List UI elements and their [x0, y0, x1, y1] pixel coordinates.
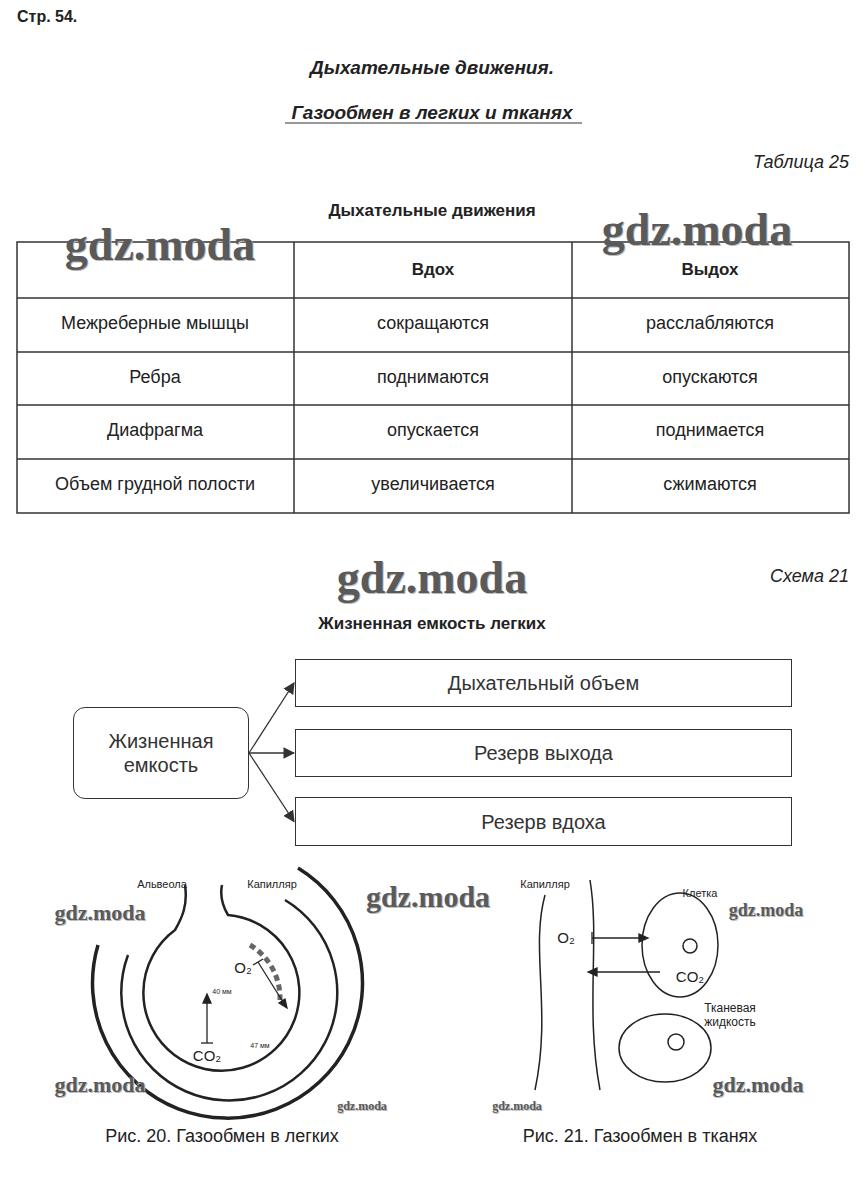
arrow-connector: [249, 752, 294, 753]
gas-arrows: [201, 959, 287, 1043]
table-cell: опускается: [387, 420, 479, 441]
watermark: gdz.moda: [54, 1072, 145, 1097]
part-label: Клетка: [683, 887, 718, 900]
scheme-title: Жизненная емкость легких: [318, 614, 545, 634]
table-cell: поднимается: [656, 420, 764, 441]
table-title: Дыхательные движения: [328, 201, 535, 221]
component-box: Резерв выхода: [295, 729, 792, 777]
watermark: gdz.moda: [712, 1072, 803, 1097]
watermark: gdz.moda: [65, 219, 255, 272]
watermark: gdz.moda: [337, 552, 527, 605]
tissue-figure: [535, 880, 718, 1090]
root-box: Жизненная емкость: [73, 707, 249, 799]
watermark: gdz.moda: [54, 900, 145, 925]
part-label: Тканевая жидкость: [688, 1002, 772, 1030]
box-text: Жизненная емкость: [74, 729, 248, 777]
watermark: gdz.moda: [366, 880, 490, 915]
component-box: Дыхательный объем: [295, 659, 792, 707]
part-label: Капилляр: [247, 878, 297, 891]
box-text: Резерв выхода: [474, 741, 613, 765]
table-grid: [17, 242, 849, 513]
table-cell: сокращаются: [377, 313, 489, 334]
table-header: Вдох: [412, 260, 454, 280]
table-cell: поднимаются: [377, 367, 489, 388]
table-cell: опускаются: [662, 367, 758, 388]
table-cell: Объем грудной полости: [55, 474, 255, 495]
arrow-connector: [249, 753, 294, 822]
gas-label: O₂: [234, 959, 252, 976]
watermark: gdz.moda: [492, 1100, 542, 1114]
box-text: Дыхательный объем: [448, 671, 639, 695]
table-number: Таблица 25: [753, 152, 849, 173]
figure-caption: Рис. 20. Газообмен в легких: [105, 1126, 339, 1147]
page-heading: Дыхательные движения.: [310, 57, 554, 79]
page-number: Стр. 54.: [17, 8, 77, 26]
watermark: gdz.moda: [337, 1100, 387, 1114]
table-cell: расслабляются: [646, 313, 774, 334]
gas-label: CO₂: [193, 1047, 221, 1064]
pressure-label: 47 мм: [250, 1042, 269, 1050]
part-label: Капилляр: [520, 878, 570, 891]
gas-label: O₂: [557, 929, 575, 946]
subheading: Газообмен в легких и тканях: [291, 102, 572, 124]
table-cell: сжимаются: [663, 474, 757, 495]
tissue-arrows: [588, 932, 660, 976]
table-cell: Ребра: [129, 367, 180, 388]
scheme-number: Схема 21: [770, 566, 849, 587]
watermark: gdz.moda: [729, 900, 804, 921]
table-cell: Диафрагма: [107, 420, 203, 441]
table-cell: увеличивается: [371, 474, 494, 495]
table-cell: Межреберные мышцы: [61, 313, 249, 334]
arrow-connector: [249, 683, 294, 753]
watermark: gdz.moda: [602, 204, 792, 257]
part-label: Альвеола: [137, 878, 187, 891]
box-text: Резерв вдоха: [481, 810, 605, 834]
pressure-label: 40 мм: [212, 988, 231, 996]
table-header: Выдох: [681, 260, 738, 280]
gas-label: CO₂: [676, 968, 704, 985]
component-box: Резерв вдоха: [295, 797, 792, 846]
figure-caption: Рис. 21. Газообмен в тканях: [523, 1126, 758, 1147]
